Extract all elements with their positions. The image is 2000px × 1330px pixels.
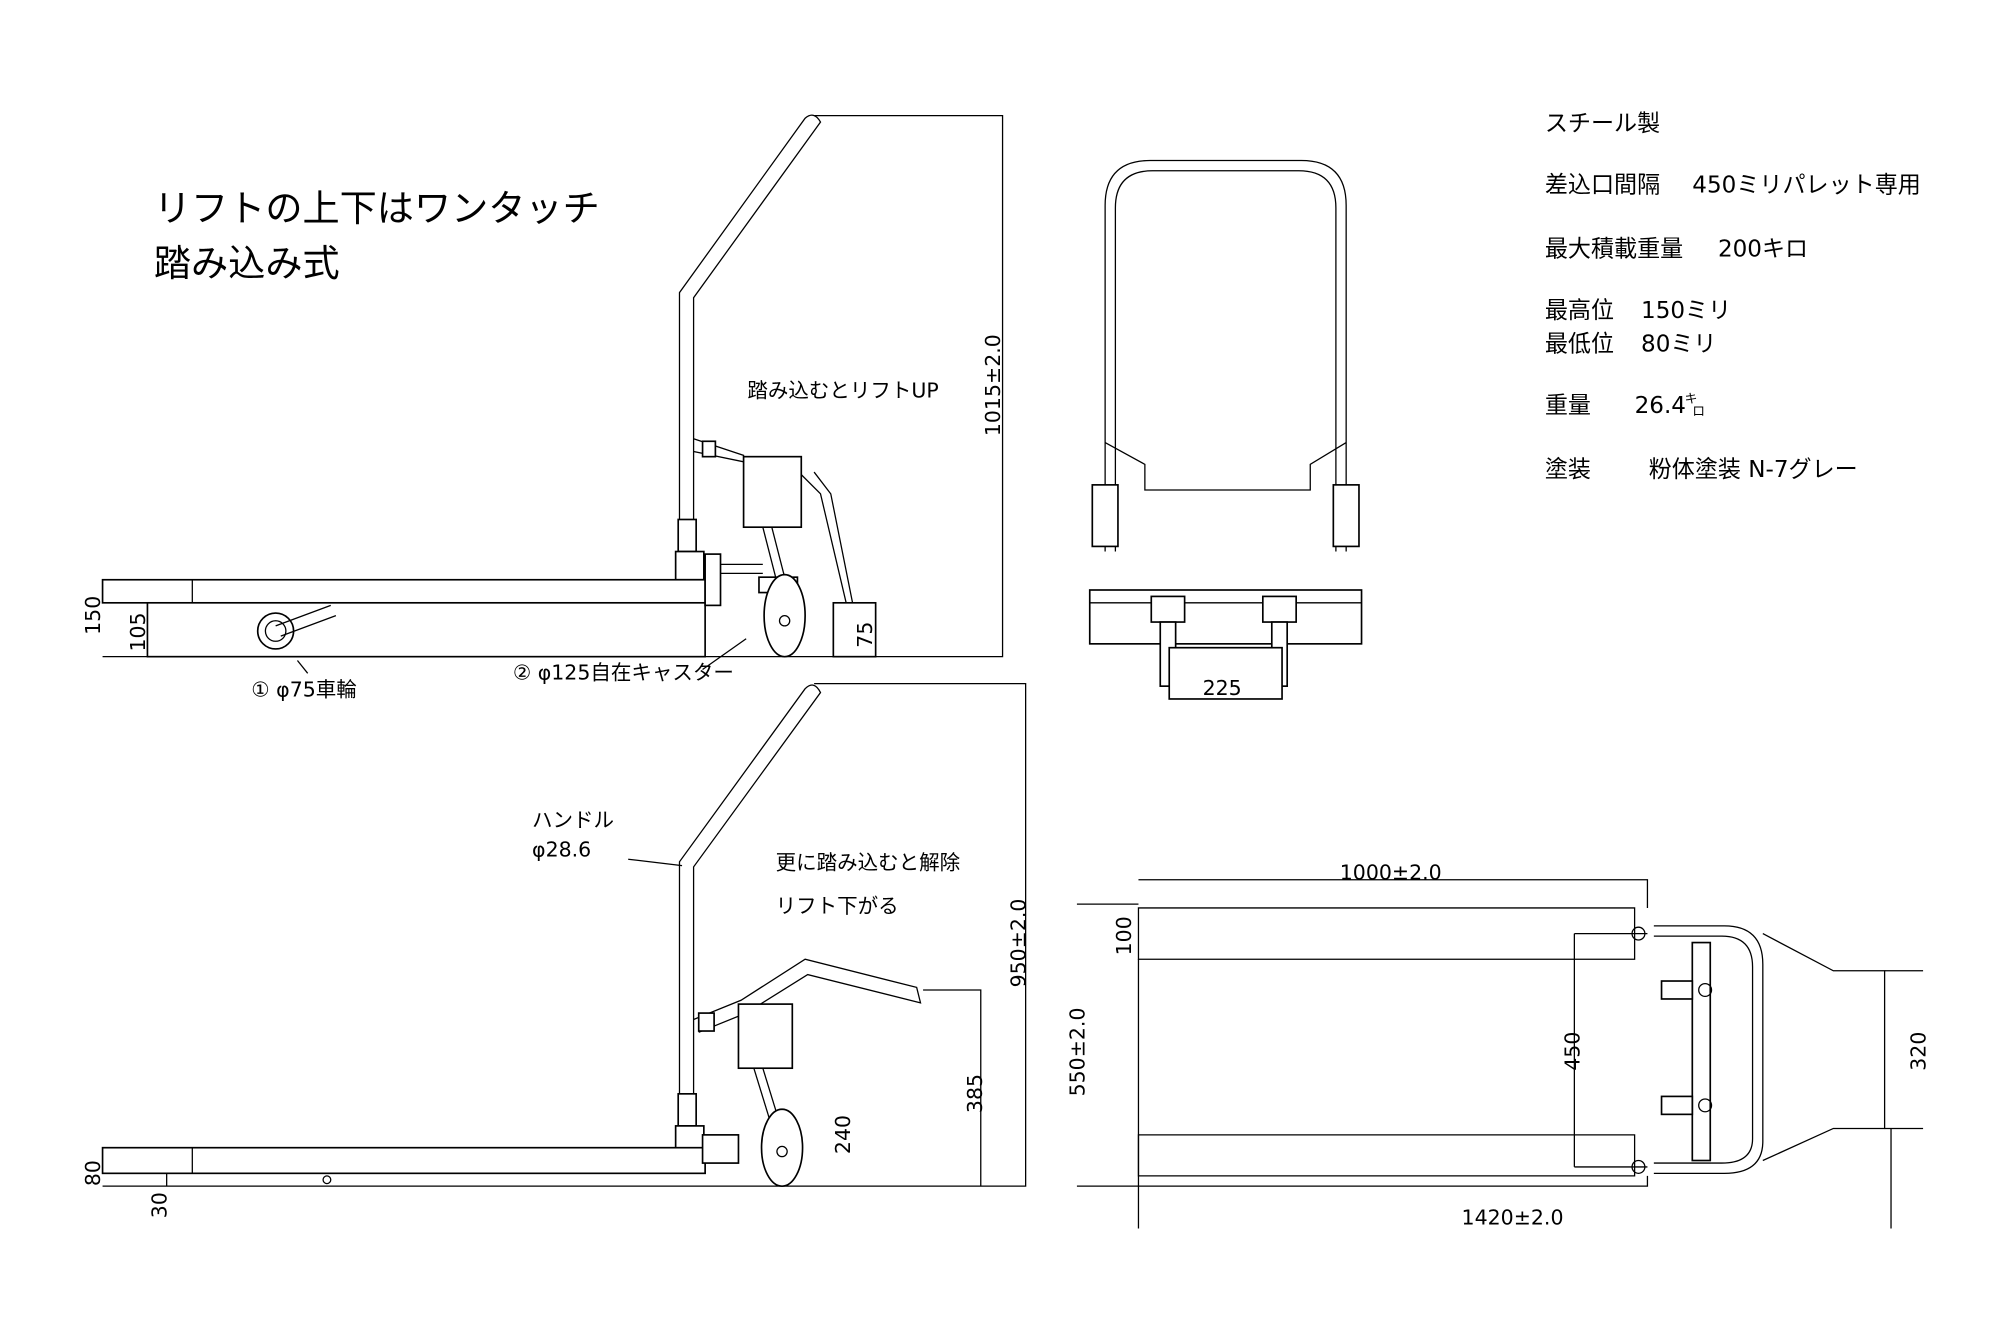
dim-total-length: 1420±2.0 [1462, 1206, 1564, 1230]
spec-value: 粉体塗装 N-7グレー [1649, 457, 1858, 483]
dim-height-up: 1015±2.0 [981, 334, 1005, 436]
rear-wheel [256, 612, 295, 650]
spec-material: スチール製 [1545, 111, 1660, 137]
handle-label: ハンドル [532, 808, 614, 832]
dim-fork-length: 1000±2.0 [1340, 861, 1442, 885]
release-note-1: 更に踏み込むと解除 [776, 850, 960, 874]
spec-label: 最低位 [1545, 332, 1614, 358]
front-view: 225 [1088, 159, 1363, 700]
caster-label: ② φ125自在キャスター [513, 661, 734, 685]
handle-diameter: φ28.6 [532, 838, 591, 862]
spec-value: 80ミリ [1641, 332, 1716, 358]
dim-150: 150 [81, 596, 105, 635]
spec-label: 差込口間隔 [1545, 173, 1660, 199]
spec-unit-bottom: ロ [1692, 405, 1705, 420]
spec-value: 450ミリパレット専用 [1692, 173, 1921, 199]
dim-450: 450 [1560, 1032, 1584, 1071]
spec-value: 200キロ [1718, 237, 1808, 263]
spec-unit-top: キ [1685, 392, 1698, 407]
wheel-label: ① φ75車輪 [251, 677, 357, 701]
caster-wheel [760, 1108, 804, 1187]
side-view-lift-down: ハンドル φ28.6 更に踏み込むと解除 リフト下がる 950±2.0 385 … [81, 682, 1031, 1218]
lift-up-note: 踏み込むとリフトUP [747, 379, 938, 403]
dim-105: 105 [126, 612, 150, 651]
dim-80: 80 [81, 1160, 105, 1186]
dim-240: 240 [831, 1115, 855, 1154]
dim-100: 100 [1112, 916, 1136, 955]
dim-height-down: 950±2.0 [1007, 899, 1031, 988]
spec-label: 塗装 [1545, 457, 1591, 483]
title-line2: 踏み込み式 [154, 241, 340, 285]
dim-30: 30 [148, 1192, 172, 1218]
title-line1: リフトの上下はワンタッチ [154, 186, 600, 230]
side-view-lift-up: 1015±2.0 踏み込むとリフトUP 150 105 75 ① φ75車輪 ②… [81, 114, 1005, 701]
spec-label: 重量 [1545, 393, 1591, 419]
spec-label: 最大積載重量 [1545, 237, 1683, 263]
release-note-2: リフト下がる [776, 894, 899, 918]
dim-width: 550±2.0 [1066, 1007, 1090, 1096]
dim-385: 385 [963, 1074, 987, 1113]
dim-75: 75 [853, 622, 877, 648]
dim-225: 225 [1203, 676, 1242, 700]
spec-label: 最高位 [1545, 298, 1614, 324]
spec-list: スチール製 差込口間隔 450ミリパレット専用 最大積載重量 200キロ 最高位… [1545, 111, 1921, 483]
dim-320: 320 [1907, 1032, 1931, 1071]
spec-value: 26.4 [1635, 393, 1686, 419]
top-view: 1000±2.0 1420±2.0 550±2.0 100 450 320 [1066, 861, 1931, 1230]
spec-value: 150ミリ [1641, 298, 1731, 324]
